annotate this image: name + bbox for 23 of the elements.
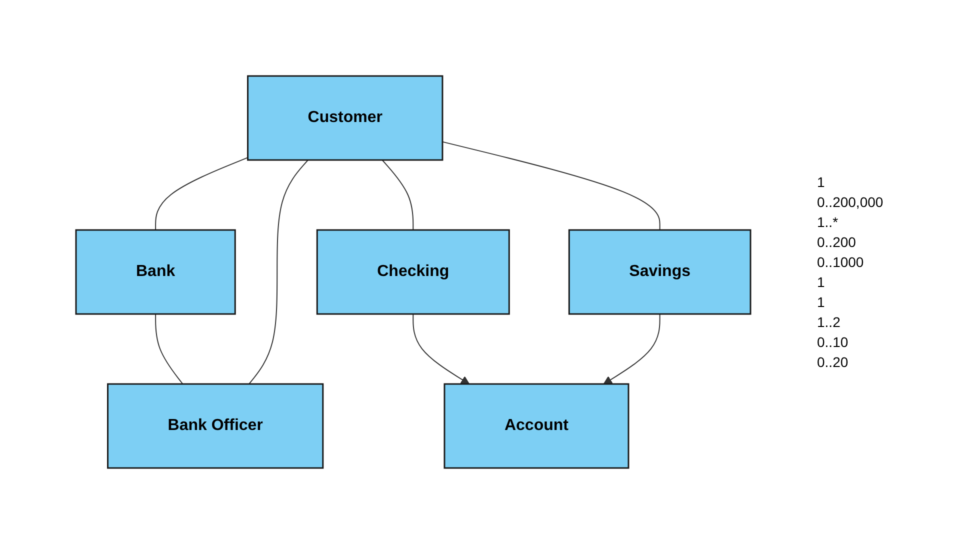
connector [155, 156, 249, 230]
multiplicity-label: 1 [817, 274, 826, 290]
connector [382, 159, 414, 230]
node-box: Checking [316, 228, 510, 314]
arrow [412, 313, 470, 384]
connector [155, 313, 184, 384]
node-box: Account [444, 382, 630, 468]
multiplicity-label: 0..200 [817, 234, 857, 250]
multiplicity-label: 0..200,000 [817, 194, 884, 210]
multiplicity-label: 0..10 [817, 334, 850, 350]
multiplicity-label: 1..2 [817, 314, 842, 330]
connector [442, 140, 661, 230]
multiplicity-label: 0..20 [817, 354, 850, 370]
multiplicity-label: 1 [817, 294, 826, 310]
node-box: Bank [76, 228, 236, 314]
multiplicity-label: 1..* [817, 214, 840, 230]
connector [248, 159, 309, 384]
multiplicity-label: 1 [817, 174, 826, 190]
node-box: Customer [247, 74, 444, 160]
arrow [604, 313, 661, 384]
node-box: Bank Officer [107, 382, 324, 468]
node-box: Savings [568, 228, 752, 314]
multiplicity-label: 0..1000 [817, 254, 865, 270]
